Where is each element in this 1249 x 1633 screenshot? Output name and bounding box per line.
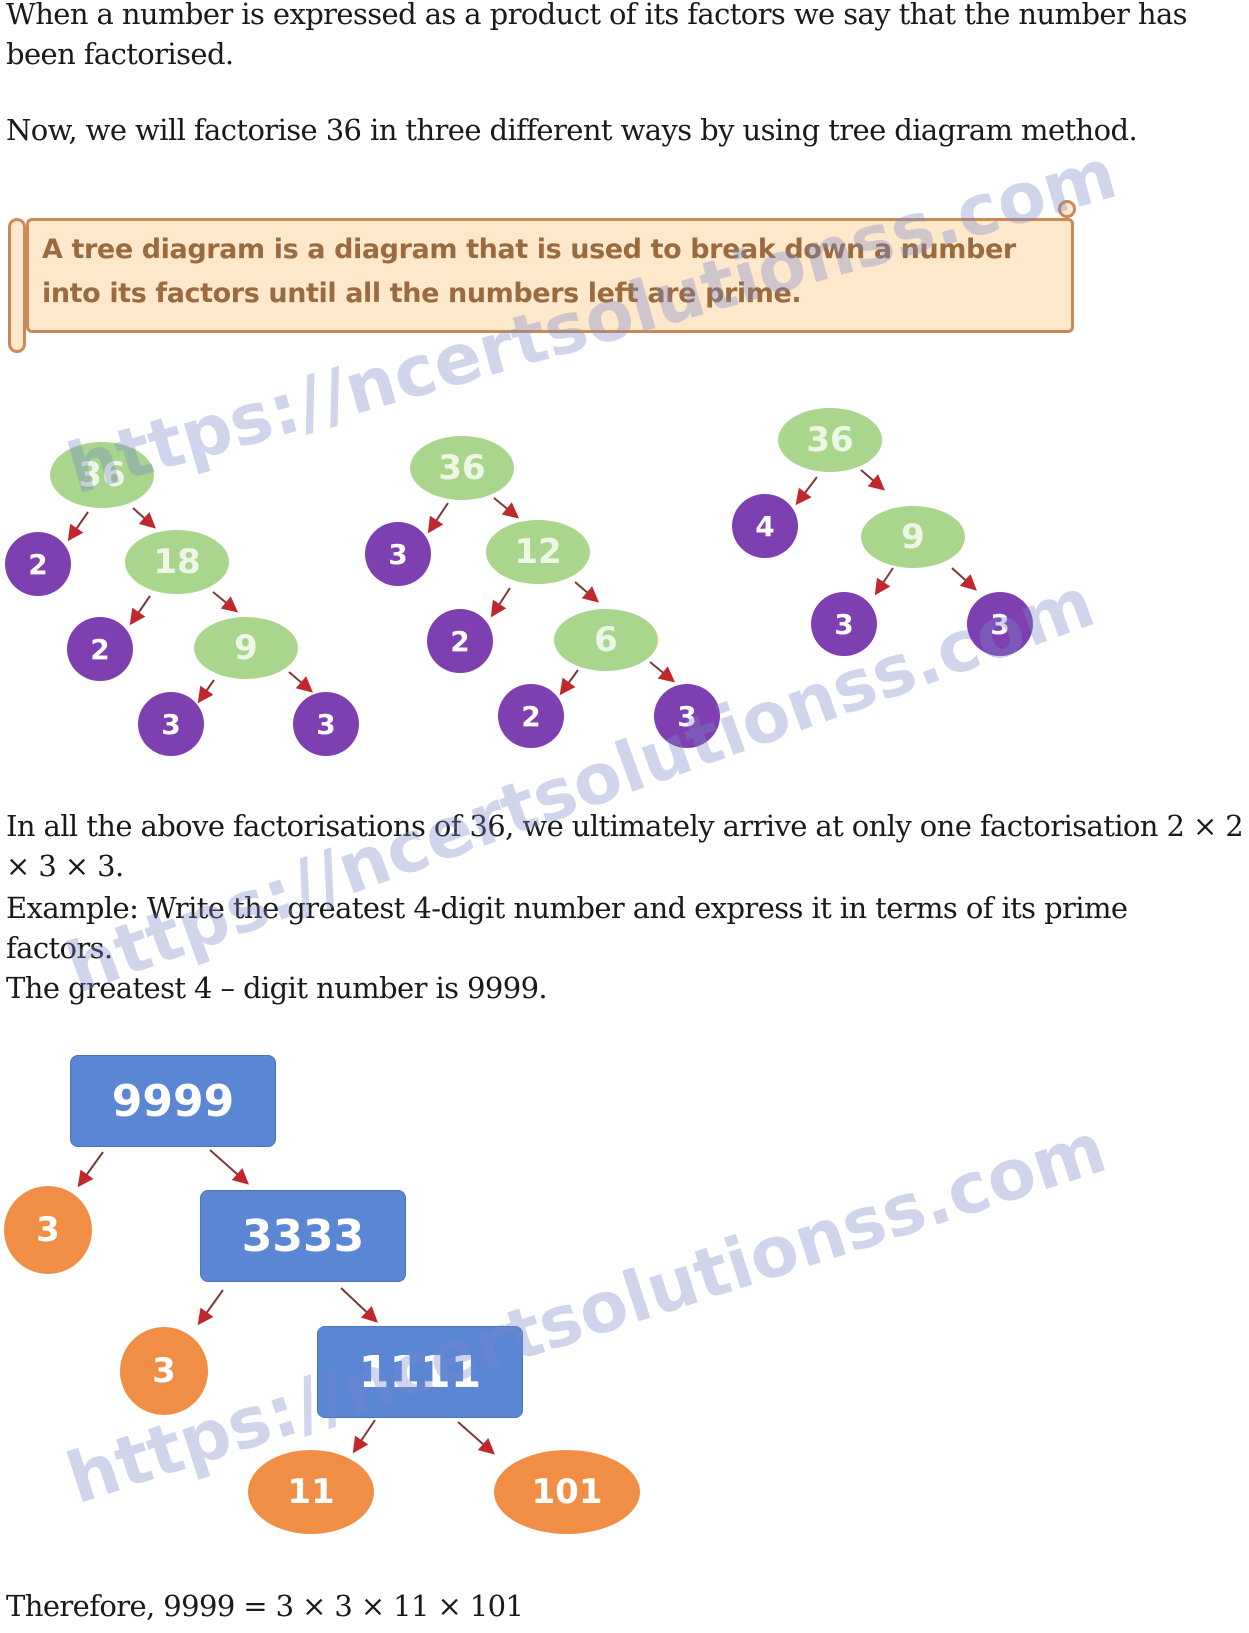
tree1-root-node: 36 bbox=[50, 442, 154, 508]
tree4-prime-node: 3 bbox=[120, 1327, 208, 1415]
tree1-prime-node: 2 bbox=[5, 532, 71, 596]
tree2-prime-node: 2 bbox=[498, 684, 564, 748]
tree2-prime-node: 3 bbox=[654, 684, 720, 748]
tree3-prime-node: 3 bbox=[811, 592, 877, 656]
tree1-prime-node: 3 bbox=[293, 692, 359, 756]
intro-paragraph: When a number is expressed as a product … bbox=[6, 0, 1188, 71]
tree1-composite-node: 9 bbox=[194, 617, 298, 679]
tree2-composite-node: 6 bbox=[554, 609, 658, 671]
tree4-prime-node: 11 bbox=[248, 1450, 374, 1534]
method-paragraph: Now, we will factorise 36 in three diffe… bbox=[6, 113, 1138, 147]
tree3-composite-node: 9 bbox=[861, 506, 965, 568]
example-paragraph: Example: Write the greatest 4-digit numb… bbox=[6, 891, 1128, 965]
tree4-prime-node: 101 bbox=[494, 1450, 640, 1534]
scroll-roll-icon bbox=[8, 218, 26, 353]
summary-paragraph: In all the above factorisations of 36, w… bbox=[6, 809, 1244, 883]
tree2-composite-node: 12 bbox=[486, 520, 590, 584]
tree4-prime-node: 3 bbox=[4, 1186, 92, 1274]
tree4-root-box: 9999 bbox=[70, 1055, 276, 1147]
conclusion-paragraph: Therefore, 9999 = 3 × 3 × 11 × 101 bbox=[6, 1589, 524, 1623]
tree2-prime-node: 2 bbox=[427, 609, 493, 673]
tree3-prime-node: 4 bbox=[732, 494, 798, 558]
tree4-composite-box: 1111 bbox=[317, 1326, 523, 1418]
callout-scroll-box bbox=[26, 218, 1074, 333]
tree3-root-node: 36 bbox=[778, 408, 882, 472]
scroll-curl-icon bbox=[1058, 200, 1076, 218]
tree1-prime-node: 3 bbox=[138, 692, 204, 756]
tree1-composite-node: 18 bbox=[125, 530, 229, 594]
tree3-prime-node: 3 bbox=[967, 592, 1033, 656]
tree1-prime-node: 2 bbox=[67, 617, 133, 681]
definition-callout: A tree diagram is a diagram that is used… bbox=[8, 198, 1078, 353]
callout-text: A tree diagram is a diagram that is used… bbox=[42, 234, 1016, 309]
tree4-composite-box: 3333 bbox=[200, 1190, 406, 1282]
greatest-paragraph: The greatest 4 – digit number is 9999. bbox=[6, 971, 548, 1005]
tree2-prime-node: 3 bbox=[365, 522, 431, 586]
tree2-root-node: 36 bbox=[410, 436, 514, 500]
